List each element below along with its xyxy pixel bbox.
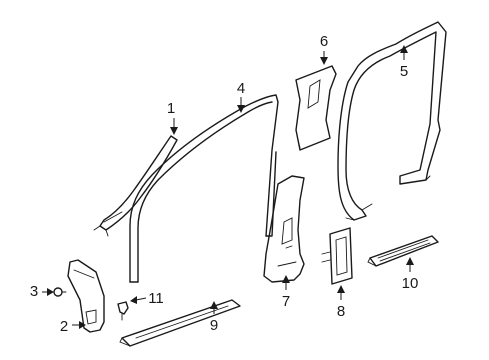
arrow-8: [337, 285, 345, 293]
arrow-3: [47, 288, 54, 296]
arrow-10: [406, 257, 414, 265]
part-10-rear-scuff-plate[interactable]: [367, 235, 439, 267]
part-1-pillar-trim-upper[interactable]: [93, 135, 178, 237]
callout-2-label: 2: [60, 318, 68, 335]
callout-5: 5: [400, 45, 408, 80]
arrow-11: [130, 296, 137, 304]
callout-10-label: 10: [402, 275, 419, 292]
callout-6: 6: [320, 33, 328, 65]
part-2-cowl-side-trim[interactable]: [67, 259, 105, 333]
callout-3-label: 3: [30, 283, 38, 300]
callout-9-label: 9: [210, 317, 218, 334]
part-9-front-scuff-plate[interactable]: [119, 299, 241, 347]
callout-4-label: 4: [237, 80, 245, 97]
arrow-1: [170, 127, 178, 135]
callout-11-label: 11: [148, 290, 164, 307]
leader-11: [135, 297, 147, 301]
arrow-2: [79, 321, 86, 329]
part-11-push-clip[interactable]: [117, 301, 129, 321]
callout-5-label: 5: [400, 63, 408, 80]
arrow-6: [320, 57, 328, 65]
callout-1-label: 1: [167, 100, 175, 117]
callout-6-label: 6: [320, 33, 328, 50]
callout-8: 8: [337, 285, 345, 320]
callout-2: 2: [60, 318, 86, 335]
callout-1: 1: [167, 100, 178, 135]
callout-4: 4: [237, 80, 245, 113]
arrow-5: [400, 45, 408, 53]
part-4-door-weatherstrip[interactable]: [129, 94, 279, 283]
arrow-4: [237, 105, 245, 113]
part-6-b-pillar-upper-trim[interactable]: [295, 65, 337, 151]
callout-9: 9: [210, 301, 218, 334]
arrow-7: [282, 275, 290, 283]
callout-11: 11: [130, 290, 164, 307]
part-7-b-pillar-lower-trim[interactable]: [263, 175, 305, 283]
arrow-9: [210, 301, 218, 309]
callout-8-label: 8: [337, 303, 345, 320]
part-3-clip[interactable]: [53, 287, 67, 297]
callout-7-label: 7: [282, 293, 290, 310]
callout-3: 3: [30, 283, 54, 300]
callout-7: 7: [282, 275, 290, 310]
part-5-rear-weatherstrip[interactable]: [337, 21, 447, 221]
part-8-access-panel[interactable]: [321, 227, 353, 285]
callout-10: 10: [402, 257, 419, 292]
